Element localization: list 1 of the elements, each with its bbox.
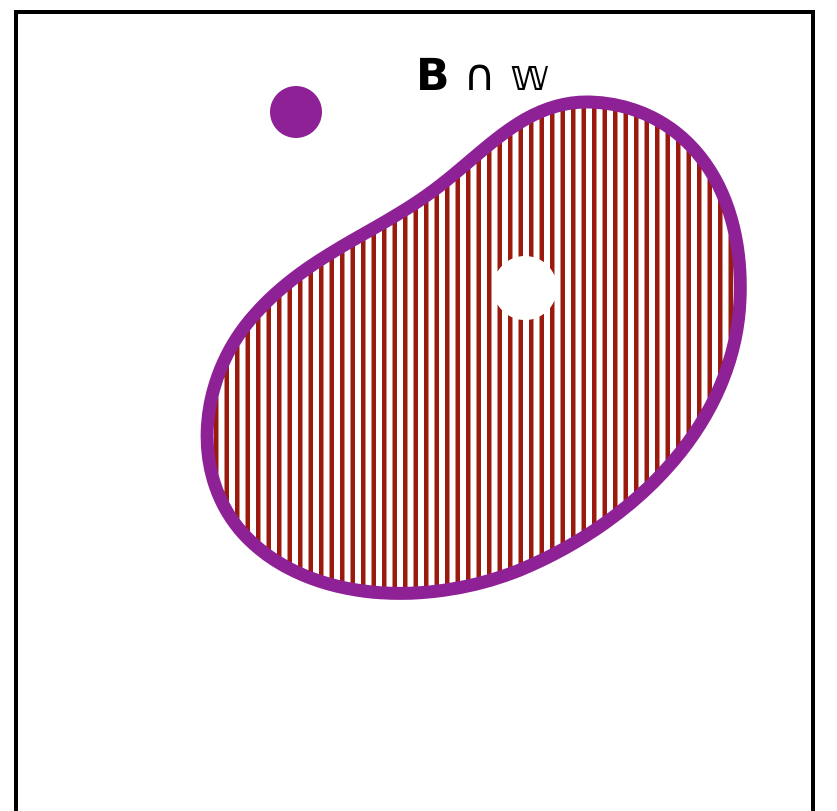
set-label: B ∩ 𝕨	[416, 50, 550, 102]
